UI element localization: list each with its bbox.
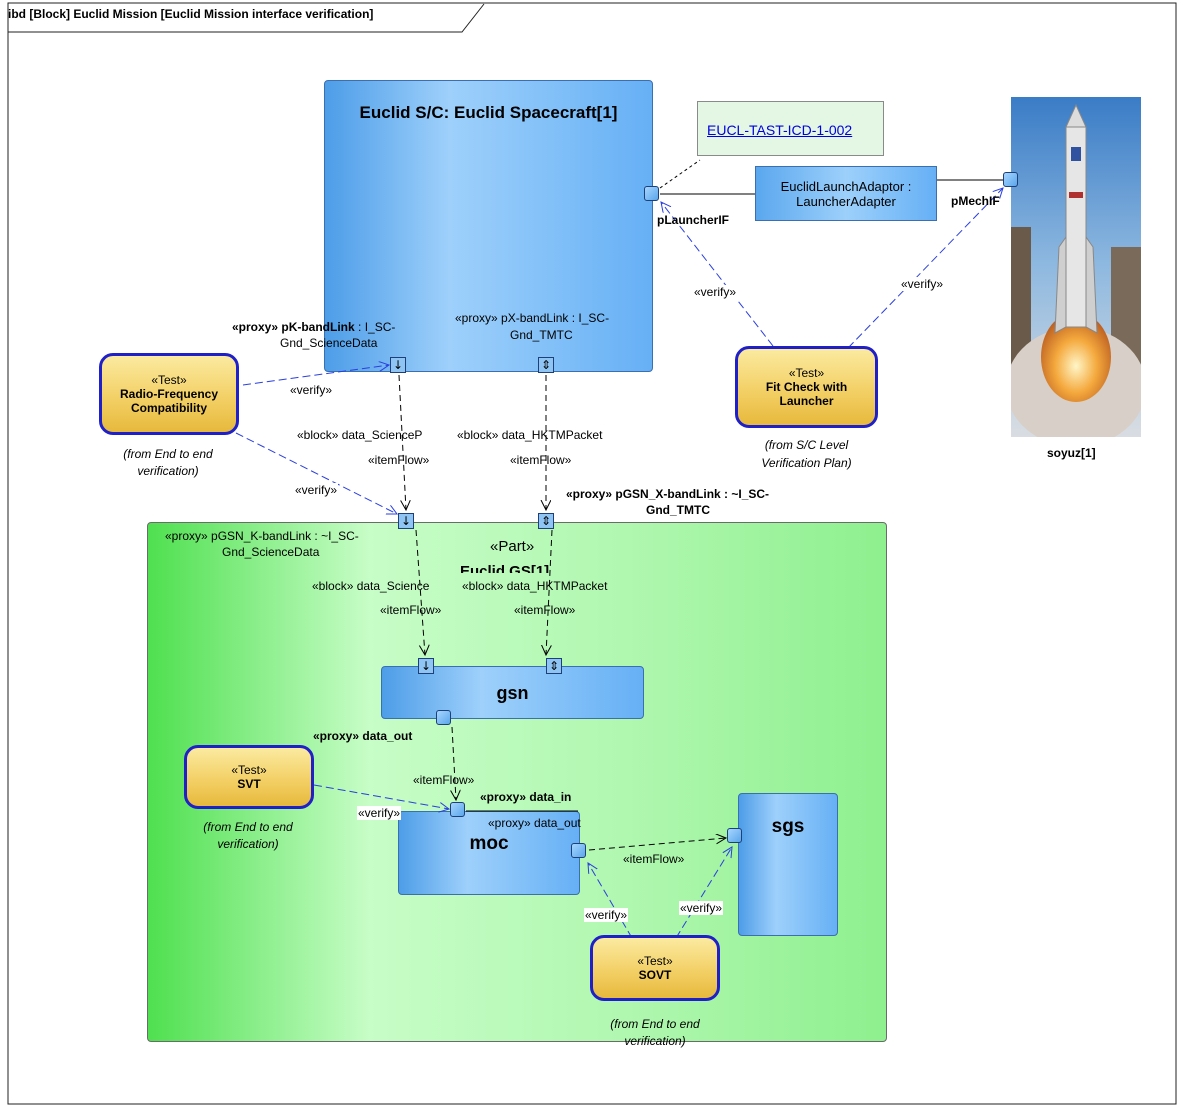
- gsn-inner-x-port[interactable]: ⇕: [546, 658, 562, 674]
- gsn-k-band-port[interactable]: ↓: [398, 513, 414, 529]
- test-radio-frequency[interactable]: «Test» Radio-Frequency Compatibility: [99, 353, 239, 435]
- k-band-label-prefix: «proxy» pK-bandLink: [232, 320, 355, 334]
- test-fit-stereotype: «Test»: [788, 366, 825, 380]
- test-sovt-origin-line2: verification): [624, 1034, 686, 1048]
- gsn-data-out-port[interactable]: [436, 710, 451, 725]
- moc-block[interactable]: moc: [398, 811, 580, 895]
- test-fit-check[interactable]: «Test» Fit Check with Launcher: [735, 346, 878, 428]
- moc-data-out-label: «proxy» data_out: [488, 816, 581, 830]
- gsn-inner-k-port[interactable]: ↓: [418, 658, 434, 674]
- k-band-label-line2: Gnd_ScienceData: [280, 336, 378, 350]
- verify-label-sovt-moc: «verify»: [584, 908, 629, 922]
- test-sovt-stereotype: «Test»: [637, 954, 673, 968]
- x-band-label-line1: «proxy» pX-bandLink : I_SC-: [455, 311, 610, 325]
- test-rf-origin-line1: (from End to end: [123, 447, 213, 461]
- moc-data-in-label: «proxy» data_in: [480, 790, 572, 804]
- test-fit-name-line2: Launcher: [779, 394, 834, 408]
- spacecraft-title: Euclid S/C: Euclid Spacecraft[1]: [359, 103, 618, 122]
- k-band-label-rest: : I_SC-: [354, 320, 396, 334]
- science-flow-upper-label: «block» data_ScienceP: [297, 428, 423, 442]
- test-svt-origin-line1: (from End to end: [203, 820, 293, 834]
- mech-if-port[interactable]: [1003, 172, 1018, 187]
- mech-if-label: pMechIF: [951, 194, 1000, 208]
- test-svt[interactable]: «Test» SVT: [184, 745, 314, 809]
- ground-segment-title: Euclid GS[1]: [460, 563, 550, 573]
- test-svt-stereotype: «Test»: [231, 763, 267, 777]
- gsn-x-band-label-line2: Gnd_TMTC: [646, 503, 710, 517]
- moc-sgs-itemflow-label: «itemFlow»: [623, 852, 685, 866]
- icd-link[interactable]: EUCL-TAST-ICD-1-002: [707, 122, 853, 138]
- test-rf-origin-line2: verification): [137, 464, 199, 478]
- verify-label-sovt-sgs: «verify»: [679, 901, 724, 915]
- gsn-x-band-label-line1: «proxy» pGSN_X-bandLink : ~I_SC-: [566, 487, 770, 501]
- gsn-moc-itemflow-label: «itemFlow»: [413, 773, 475, 787]
- test-rf-stereotype: «Test»: [151, 373, 187, 387]
- launcher-if-label: pLauncherIF: [657, 213, 730, 227]
- hktm-itemflow-upper: «itemFlow»: [510, 453, 572, 467]
- verify-label-rf-gsn: «verify»: [294, 483, 339, 497]
- k-band-label-line1: «proxy» pK-bandLink : I_SC-: [232, 320, 395, 334]
- icd-note: EUCL-TAST-ICD-1-002: [697, 101, 884, 156]
- launch-adaptor-block[interactable]: EuclidLaunchAdaptor : LauncherAdapter: [755, 166, 937, 221]
- sgs-block[interactable]: sgs: [738, 793, 838, 936]
- hktm-flow-upper-label: «block» data_HKTMPacket: [457, 428, 603, 442]
- soyuz-label: soyuz[1]: [1047, 446, 1096, 460]
- verify-label-fit-launcher: «verify»: [693, 285, 738, 299]
- hktm-itemflow-lower: «itemFlow»: [514, 603, 576, 617]
- spacecraft-block[interactable]: Euclid S/C: Euclid Spacecraft[1]: [324, 80, 653, 372]
- sgs-data-in-port[interactable]: [727, 828, 742, 843]
- verify-label-svt: «verify»: [357, 806, 402, 820]
- gsn-title: gsn: [496, 683, 529, 703]
- diagram-title: ibd [Block] Euclid Mission [Euclid Missi…: [8, 7, 374, 21]
- ground-segment-stereotype: «Part»: [490, 538, 535, 555]
- test-sovt[interactable]: «Test» SOVT: [590, 935, 720, 1001]
- moc-data-out-port[interactable]: [571, 843, 586, 858]
- adaptor-line1: EuclidLaunchAdaptor :: [780, 178, 912, 194]
- x-band-port[interactable]: ⇕: [538, 357, 554, 373]
- test-sovt-name: SOVT: [638, 968, 672, 982]
- gsn-k-band-label-line1: «proxy» pGSN_K-bandLink : ~I_SC-: [165, 529, 359, 543]
- moc-title: moc: [469, 833, 509, 854]
- test-rf-name-line1: Radio-Frequency: [119, 387, 218, 401]
- test-sovt-origin-line1: (from End to end: [610, 1017, 700, 1031]
- gsn-x-band-port[interactable]: ⇕: [538, 513, 554, 529]
- moc-data-in-port[interactable]: [450, 802, 465, 817]
- test-rf-name-line2: Compatibility: [130, 401, 207, 415]
- hktm-flow-lower-label: «block» data_HKTMPacket: [462, 579, 608, 593]
- gsn-data-out-label: «proxy» data_out: [313, 729, 413, 743]
- sgs-title: sgs: [771, 816, 805, 837]
- x-band-label-line2: Gnd_TMTC: [510, 328, 573, 342]
- k-band-port[interactable]: ↓: [390, 357, 406, 373]
- science-itemflow-lower: «itemFlow»: [380, 603, 442, 617]
- science-flow-lower-label: «block» data_Science: [312, 579, 430, 593]
- gsn-block[interactable]: gsn: [381, 666, 644, 719]
- test-fit-origin-line2: Verification Plan): [761, 456, 852, 470]
- gsn-k-band-label-line2: Gnd_ScienceData: [222, 545, 320, 559]
- test-fit-origin-line1: (from S/C Level: [764, 438, 849, 452]
- launcher-if-port[interactable]: [644, 186, 659, 201]
- soyuz-rocket-image[interactable]: [1011, 97, 1141, 437]
- science-itemflow-upper: «itemFlow»: [368, 453, 430, 467]
- test-svt-name: SVT: [237, 777, 261, 791]
- test-fit-name-line1: Fit Check with: [765, 380, 848, 394]
- verify-label-fit-mech: «verify»: [900, 277, 945, 291]
- adaptor-line2: LauncherAdapter: [796, 193, 896, 209]
- test-svt-origin-line2: verification): [217, 837, 279, 851]
- verify-label-rf-k-band: «verify»: [289, 383, 334, 397]
